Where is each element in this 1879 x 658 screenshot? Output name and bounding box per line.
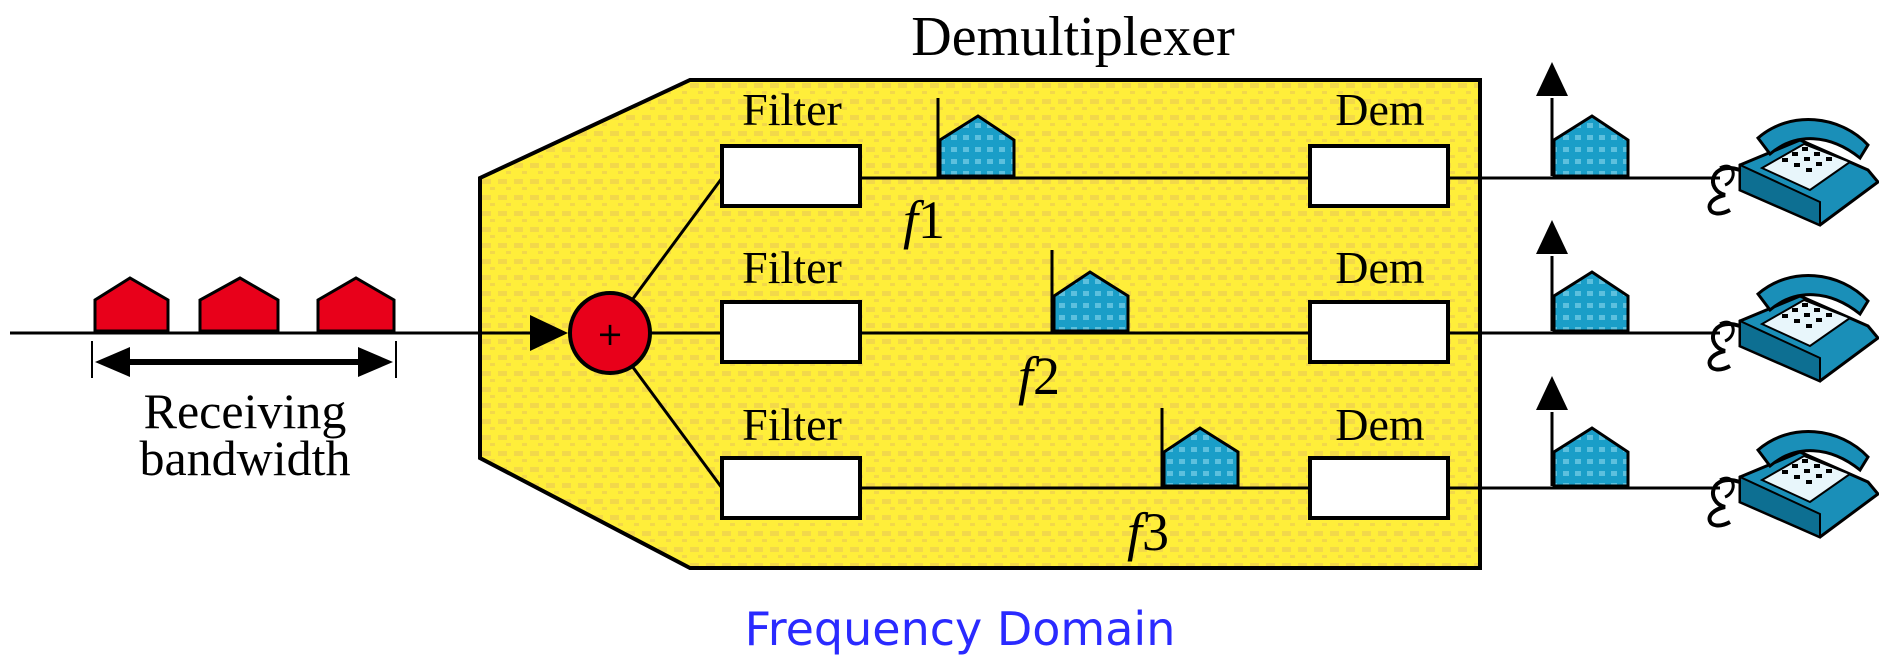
freq-label-2: f2 — [1018, 346, 1060, 406]
dem-box-1 — [1308, 144, 1450, 208]
output-signal-3 — [1552, 426, 1630, 488]
filter-label-1: Filter — [742, 84, 842, 135]
bandwidth-label-line2: bandwidth — [139, 430, 350, 486]
filter-label-2: Filter — [742, 242, 842, 293]
bandwidth-arrow — [91, 341, 397, 378]
input-arrowhead — [530, 315, 568, 351]
dem-box-3 — [1308, 456, 1450, 520]
signal-3 — [1162, 426, 1240, 488]
caption: Frequency Domain — [745, 602, 1176, 656]
telephone-icon — [1707, 274, 1879, 383]
freq-label-3: f3 — [1127, 502, 1169, 562]
input-signal-2 — [198, 276, 280, 333]
branch-line-1 — [630, 177, 724, 301]
input-signal-1 — [93, 276, 170, 333]
freq-label-1: f1 — [903, 190, 945, 250]
adder-symbol: + — [597, 315, 624, 353]
channel-2: Filter f2 Dem — [720, 220, 1720, 406]
input-signal-3 — [316, 276, 396, 333]
signal-2 — [1052, 270, 1130, 333]
filter-box-2 — [720, 300, 862, 364]
dem-label-1: Dem — [1335, 84, 1425, 135]
telephone-icon — [1707, 118, 1879, 227]
output-signal-1 — [1552, 114, 1630, 178]
dem-label-2: Dem — [1335, 242, 1425, 293]
telephone-icon — [1707, 430, 1879, 539]
filter-label-3: Filter — [742, 399, 842, 450]
dem-box-2 — [1308, 300, 1450, 364]
filter-box-3 — [720, 456, 862, 520]
channel-1: Filter f1 Dem — [720, 62, 1720, 250]
dem-label-3: Dem — [1335, 399, 1425, 450]
filter-box-1 — [720, 144, 862, 208]
input-signals — [93, 276, 396, 333]
bandwidth-label-line1: Receiving — [144, 383, 347, 439]
branch-line-3 — [630, 365, 724, 489]
channel-3: Filter f3 Dem — [720, 376, 1720, 562]
adder-icon: + — [568, 291, 652, 375]
diagram-title: Demultiplexer — [911, 6, 1235, 68]
signal-1 — [938, 114, 1016, 178]
output-signal-2 — [1552, 270, 1630, 333]
